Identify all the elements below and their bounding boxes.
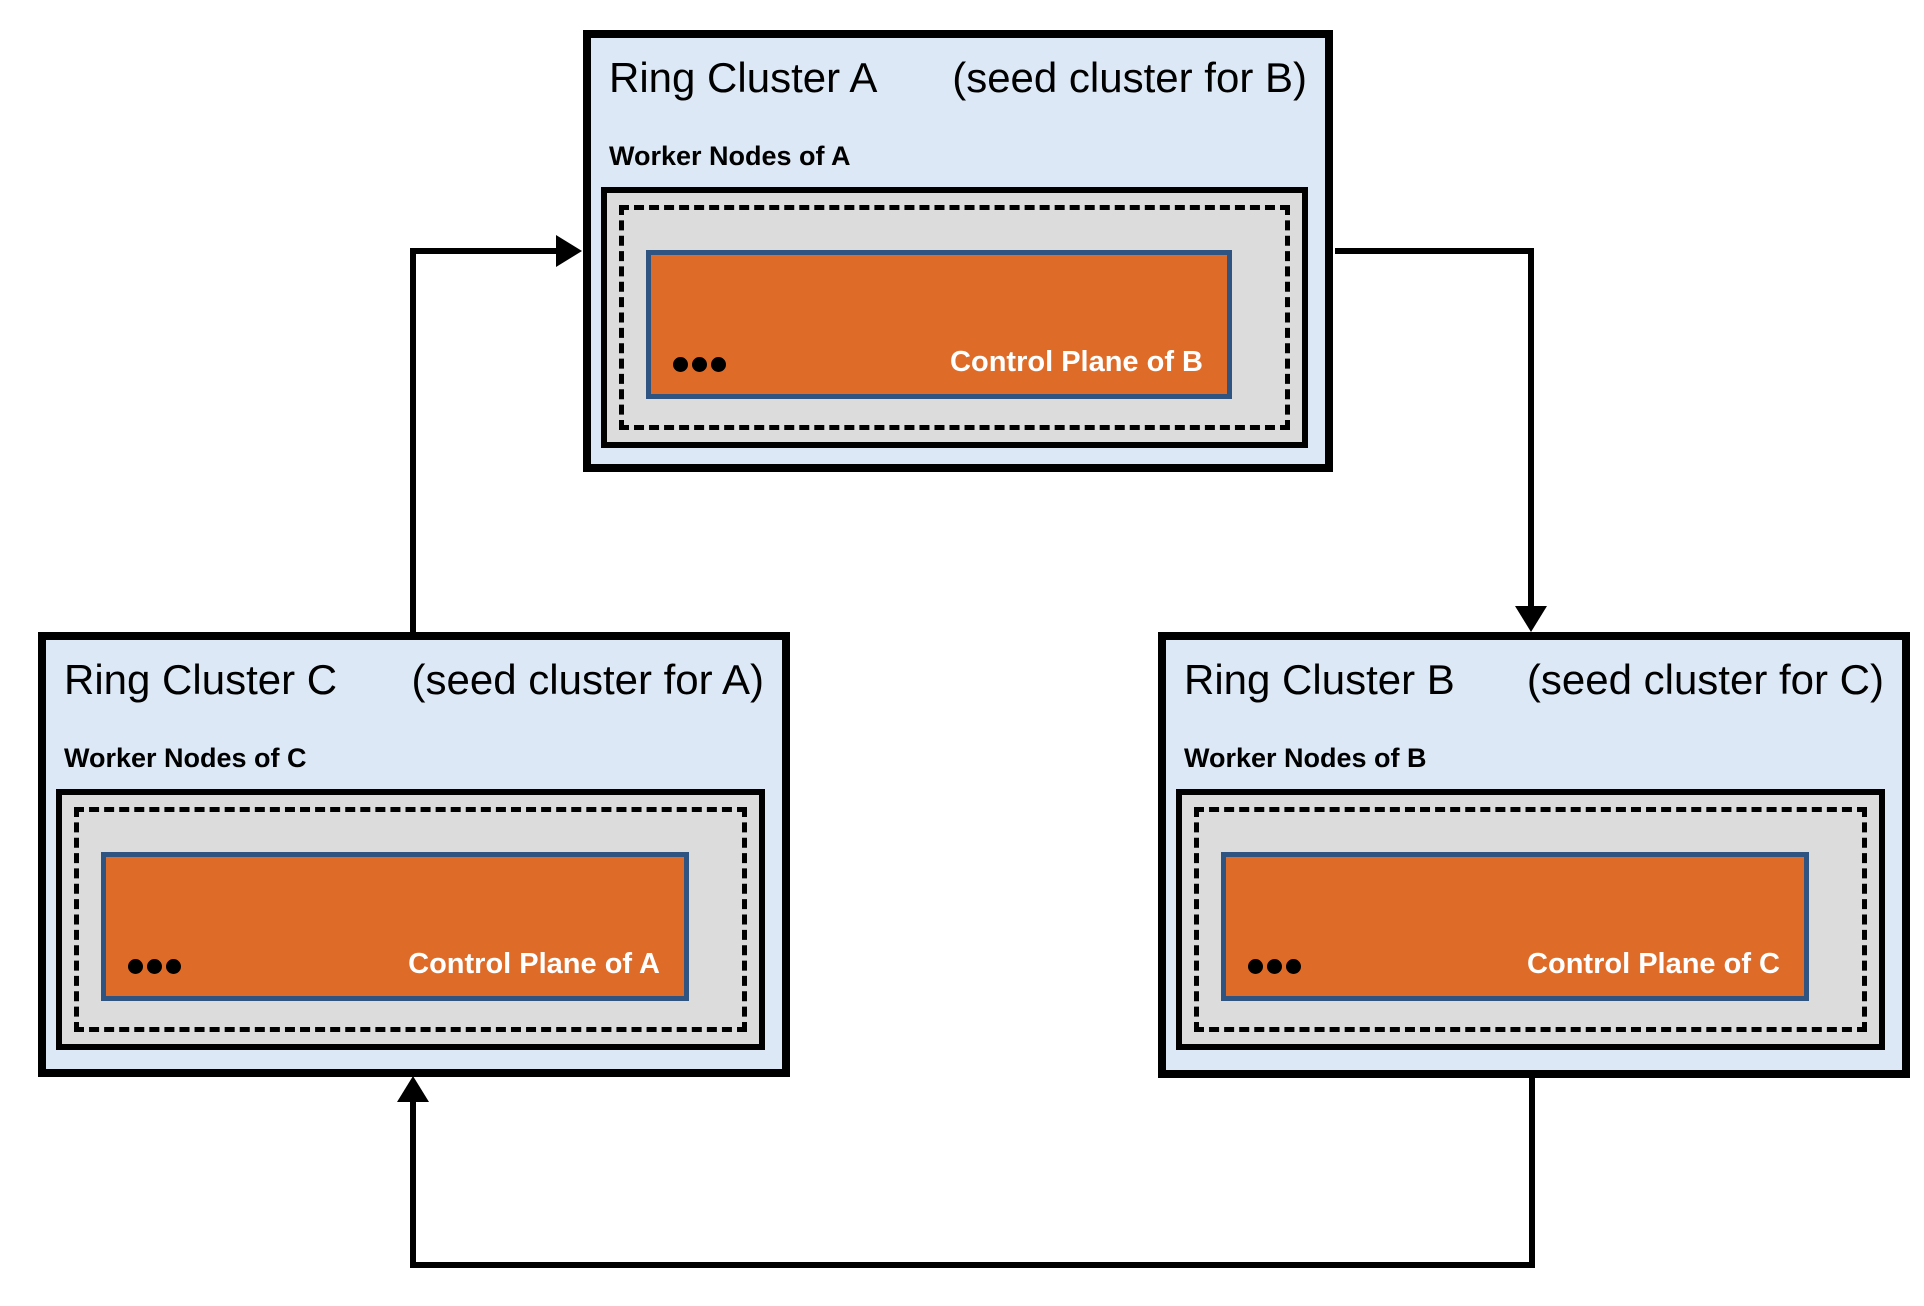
arrow-a-to-b-horizontal-line xyxy=(1335,248,1531,254)
cluster-b-title: Ring Cluster B xyxy=(1184,656,1455,703)
cluster-b-subtitle: (seed cluster for C) xyxy=(1526,656,1884,703)
cluster-a-title-row: Ring Cluster A (seed cluster for B) xyxy=(591,54,1325,102)
arrow-a-to-b-vertical-line xyxy=(1528,248,1534,608)
cluster-a-title: Ring Cluster A xyxy=(609,54,878,101)
cluster-c-title-row: Ring Cluster C (seed cluster for A) xyxy=(46,656,782,704)
cluster-a-control-plane-label: Control Plane of B xyxy=(950,346,1203,379)
cluster-b-worker-node-group: Control Plane of C xyxy=(1176,789,1885,1050)
cluster-a-control-plane-box: Control Plane of B xyxy=(646,250,1232,399)
ellipsis-icon xyxy=(1248,959,1301,974)
cluster-c-box: Ring Cluster C (seed cluster for A) Work… xyxy=(38,632,790,1077)
arrow-c-to-a-vertical-line xyxy=(410,250,416,632)
arrow-c-to-a-horizontal-line xyxy=(410,248,556,254)
arrow-b-to-c-horizontal-line xyxy=(410,1262,1535,1268)
cluster-c-dashed-boundary: Control Plane of A xyxy=(74,807,747,1032)
cluster-c-worker-node-group: Control Plane of A xyxy=(56,789,765,1050)
cluster-b-title-row: Ring Cluster B (seed cluster for C) xyxy=(1166,656,1902,704)
cluster-c-title: Ring Cluster C xyxy=(64,656,338,703)
cluster-a-box: Ring Cluster A (seed cluster for B) Work… xyxy=(583,30,1333,472)
cluster-c-subtitle: (seed cluster for A) xyxy=(411,656,764,703)
arrow-b-to-c-up-line xyxy=(410,1100,416,1268)
arrow-b-to-c-arrowhead-icon xyxy=(397,1076,429,1102)
cluster-b-control-plane-label: Control Plane of C xyxy=(1527,948,1780,981)
cluster-a-dashed-boundary: Control Plane of B xyxy=(619,205,1290,430)
cluster-b-box: Ring Cluster B (seed cluster for C) Work… xyxy=(1158,632,1910,1078)
cluster-a-worker-nodes-label: Worker Nodes of A xyxy=(609,141,851,171)
arrow-a-to-b-arrowhead-icon xyxy=(1515,606,1547,632)
ellipsis-icon xyxy=(128,959,181,974)
cluster-b-dashed-boundary: Control Plane of C xyxy=(1194,807,1867,1032)
arrow-b-to-c-down-line xyxy=(1529,1078,1535,1268)
cluster-a-worker-node-group: Control Plane of B xyxy=(601,187,1308,448)
cluster-c-control-plane-box: Control Plane of A xyxy=(101,852,689,1001)
cluster-a-subtitle: (seed cluster for B) xyxy=(952,54,1307,101)
cluster-c-control-plane-label: Control Plane of A xyxy=(408,948,660,981)
cluster-c-worker-nodes-label: Worker Nodes of C xyxy=(64,743,307,773)
ellipsis-icon xyxy=(673,357,726,372)
cluster-b-control-plane-box: Control Plane of C xyxy=(1221,852,1809,1001)
arrow-c-to-a-arrowhead-icon xyxy=(556,235,582,267)
cluster-b-worker-nodes-label: Worker Nodes of B xyxy=(1184,743,1427,773)
